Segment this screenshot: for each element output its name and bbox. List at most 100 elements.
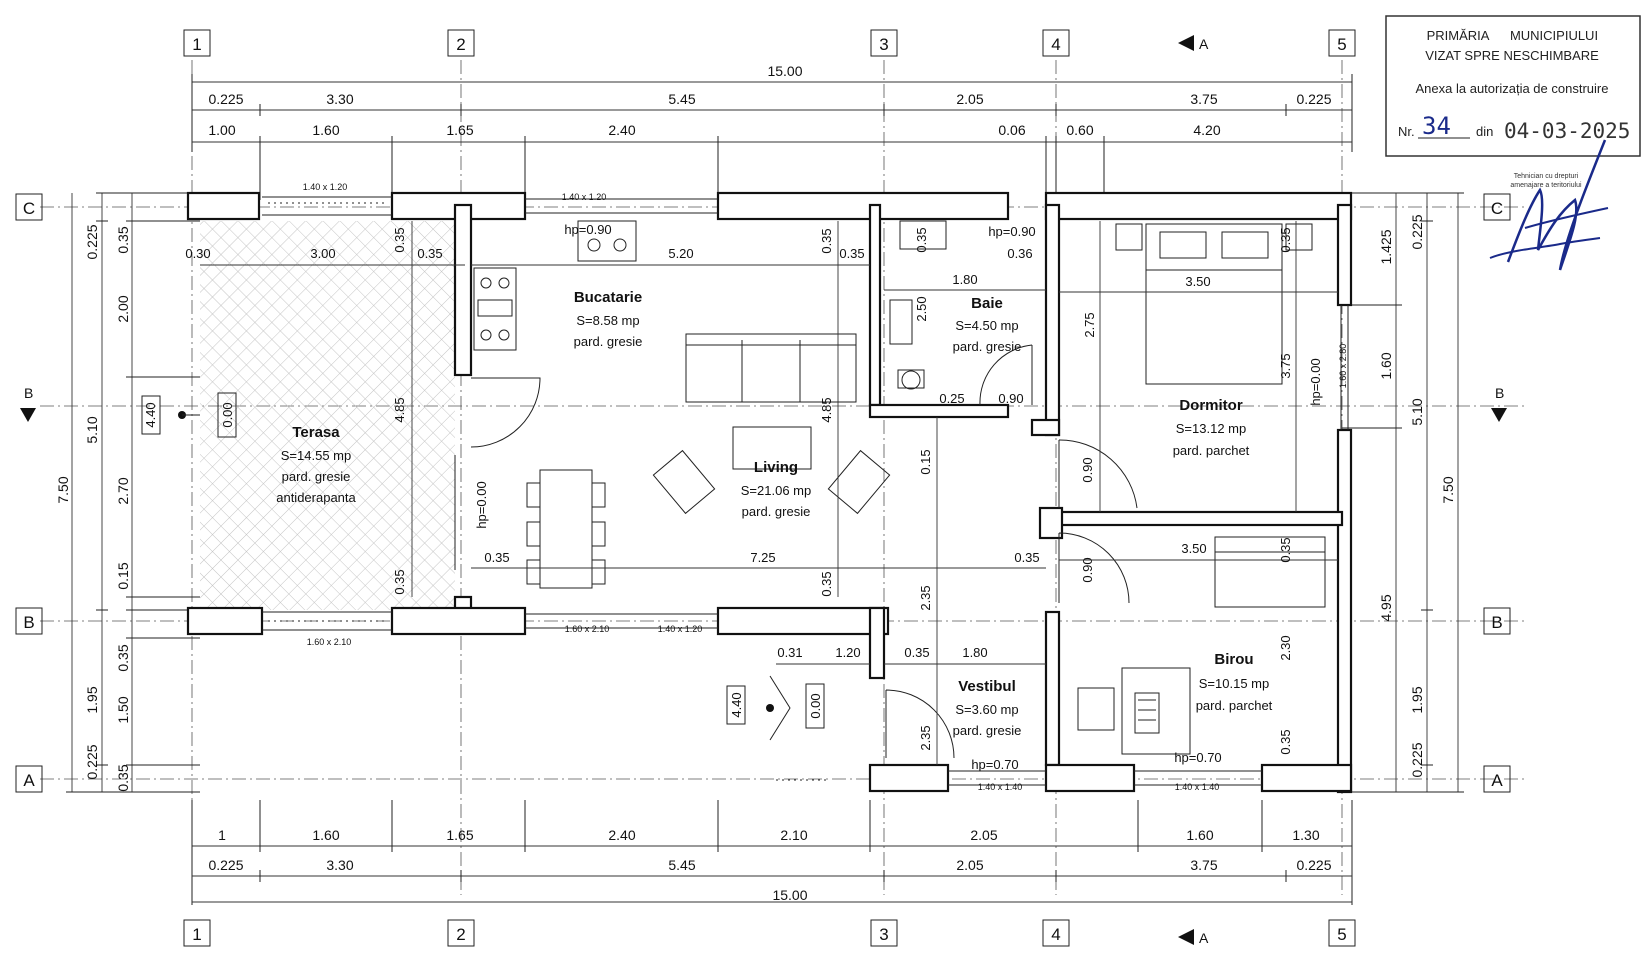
shower-icon bbox=[899, 220, 947, 250]
svg-text:4.85: 4.85 bbox=[819, 397, 834, 422]
grid-axis-a: A bbox=[23, 771, 35, 790]
svg-text:0.35: 0.35 bbox=[904, 645, 929, 660]
grid-axis-c: C bbox=[23, 199, 35, 218]
dim-bot-r1-2: 5.45 bbox=[668, 857, 695, 873]
section-arrow-icon bbox=[1491, 408, 1507, 422]
double-sink-icon bbox=[577, 220, 637, 262]
room-living-floor: pard. gresie bbox=[742, 504, 811, 519]
window-labels: 1.40 x 1.20 1.40 x 1.20 1.60 x 2.10 1.60… bbox=[303, 182, 1348, 792]
dim-bot-total: 15.00 bbox=[772, 887, 807, 903]
dim-bot-r1-3: 2.05 bbox=[956, 857, 983, 873]
svg-text:0.31: 0.31 bbox=[777, 645, 802, 660]
stamp-tech2: amenajare a teritoriului bbox=[1510, 182, 1582, 189]
window-label: 1.40 x 1.20 bbox=[303, 182, 348, 192]
inner-dims: 0.30 3.00 0.35 0.35 4.85 0.35 5.20 0.35 … bbox=[185, 221, 1338, 772]
armchair-icon bbox=[827, 449, 891, 515]
svg-text:3.50: 3.50 bbox=[1181, 541, 1206, 556]
sink-icon bbox=[477, 299, 513, 317]
dim-top-r2-0: 1.00 bbox=[208, 122, 235, 138]
grid-axis-labels-sides: C B A C B A bbox=[15, 193, 1511, 793]
svg-text:1.80: 1.80 bbox=[952, 272, 977, 287]
window-label: 1.40 x 1.20 bbox=[658, 624, 703, 634]
grid-axis-4: 4 bbox=[1051, 925, 1060, 944]
grid-axis-labels-bottom: 1 2 3 4 5 bbox=[183, 919, 1356, 947]
svg-text:1.80: 1.80 bbox=[962, 645, 987, 660]
stamp-nr-value: 34 bbox=[1422, 112, 1451, 140]
windows bbox=[262, 196, 1349, 786]
dim-bot-r2-1: 1.60 bbox=[312, 827, 339, 843]
room-dormitor-floor: pard. parchet bbox=[1173, 443, 1250, 458]
doors bbox=[454, 344, 1138, 759]
window-label: 1.40 x 1.40 bbox=[978, 782, 1023, 792]
dim-bot-r2-5: 2.05 bbox=[970, 827, 997, 843]
dim-right-c2-2: 4.95 bbox=[1378, 594, 1394, 621]
grid-axis-5: 5 bbox=[1337, 925, 1346, 944]
room-birou-floor: pard. parchet bbox=[1196, 698, 1273, 713]
section-arrow-icon bbox=[1178, 929, 1194, 945]
stamp-nr-label: Nr. bbox=[1398, 124, 1415, 139]
dim-top-r1-5: 0.225 bbox=[1296, 91, 1331, 107]
grid-axis-2: 2 bbox=[456, 925, 465, 944]
hp-birou: hp=0.70 bbox=[1174, 750, 1221, 765]
section-b-right: B bbox=[1495, 385, 1504, 401]
grid-axis-b: B bbox=[1491, 613, 1502, 632]
svg-text:0.35: 0.35 bbox=[1278, 227, 1293, 252]
dim-left-c2-1: 2.00 bbox=[115, 295, 131, 322]
sofa-icon bbox=[685, 333, 857, 403]
svg-text:0.35: 0.35 bbox=[1278, 537, 1293, 562]
section-arrow-icon bbox=[20, 408, 36, 422]
dim-top-r2-2: 1.65 bbox=[446, 122, 473, 138]
section-arrow-icon bbox=[1178, 35, 1194, 51]
dim-ticks-b2 bbox=[191, 800, 1353, 905]
window-label: 1.60 x 2.10 bbox=[307, 637, 352, 647]
svg-text:0.35: 0.35 bbox=[392, 227, 407, 252]
toilet-icon bbox=[897, 369, 925, 389]
svg-text:5.20: 5.20 bbox=[668, 246, 693, 261]
hp-terasa: hp=0.00 bbox=[474, 481, 489, 528]
room-terasa-floor: pard. gresie bbox=[282, 469, 351, 484]
signature-icon bbox=[1489, 237, 1601, 259]
room-baie-area: S=4.50 mp bbox=[955, 318, 1018, 333]
dim-bot-r2-3: 2.40 bbox=[608, 827, 635, 843]
svg-text:0.35: 0.35 bbox=[484, 550, 509, 565]
dim-ticks-b1 bbox=[259, 870, 1287, 882]
room-living-area: S=21.06 mp bbox=[741, 483, 811, 498]
stamp-din-label: din bbox=[1476, 124, 1493, 139]
dims-right: 7.50 0.225 5.10 1.95 0.225 1.425 1.60 4.… bbox=[1342, 192, 1464, 793]
walls bbox=[186, 191, 1353, 794]
grid-axis-1: 1 bbox=[192, 925, 201, 944]
dim-right-c1-0: 0.225 bbox=[1409, 214, 1425, 249]
dim-top-r1-3: 2.05 bbox=[956, 91, 983, 107]
room-baie-name: Baie bbox=[971, 295, 1003, 312]
dim-bot-r2-4: 2.10 bbox=[780, 827, 807, 843]
stamp-tech1: Tehnician cu drepturi bbox=[1514, 173, 1579, 180]
section-a-top: A bbox=[1199, 36, 1209, 52]
sofa-bed-icon bbox=[1214, 536, 1326, 608]
grid-axis-c: C bbox=[1491, 199, 1503, 218]
room-terasa-area: S=14.55 mp bbox=[281, 448, 351, 463]
window-label: 1.60 x 2.10 bbox=[565, 624, 610, 634]
dim-right-c2-0: 1.425 bbox=[1378, 229, 1394, 264]
dim-right-total: 7.50 bbox=[1440, 476, 1456, 503]
dim-bot-r2-7: 1.30 bbox=[1292, 827, 1319, 843]
svg-text:3.50: 3.50 bbox=[1185, 274, 1210, 289]
dim-left-c2-2: 2.70 bbox=[115, 477, 131, 504]
stamp-date: 04-03-2025 bbox=[1504, 119, 1630, 143]
room-terasa-name: Terasa bbox=[292, 424, 340, 441]
svg-text:0.35: 0.35 bbox=[819, 228, 834, 253]
grid-axis-labels-top: 1 2 3 4 5 bbox=[183, 29, 1356, 57]
svg-text:2.50: 2.50 bbox=[914, 296, 929, 321]
dim-left-c1-0: 0.225 bbox=[84, 224, 100, 259]
furniture bbox=[473, 220, 1326, 755]
dim-bot-r1-4: 3.75 bbox=[1190, 857, 1217, 873]
stamp-line3: Anexa la autorizația de construire bbox=[1416, 81, 1609, 96]
dim-top-r2-3: 2.40 bbox=[608, 122, 635, 138]
dim-right-c1-3: 0.225 bbox=[1409, 742, 1425, 777]
washbasin-icon bbox=[889, 299, 913, 345]
double-bed-icon bbox=[1145, 223, 1283, 385]
section-marks: A A B B bbox=[20, 35, 1507, 946]
room-living-name: Living bbox=[754, 459, 798, 476]
dim-bot-r2-0: 1 bbox=[218, 827, 226, 843]
svg-text:0.35: 0.35 bbox=[914, 227, 929, 252]
svg-text:4.85: 4.85 bbox=[392, 397, 407, 422]
